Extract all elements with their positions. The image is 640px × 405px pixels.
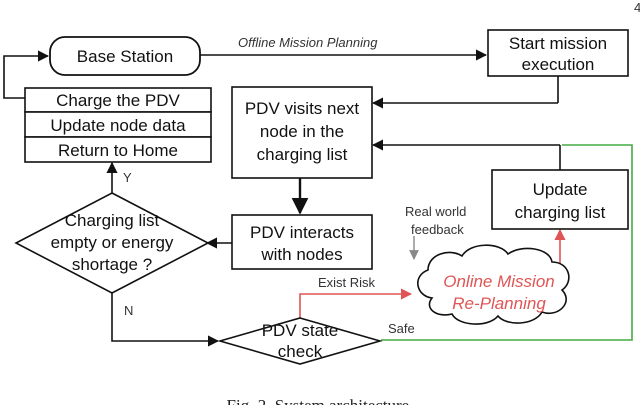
edge-label-risk: Exist Risk: [318, 275, 376, 290]
node-update-node-data-label: Update node data: [50, 116, 186, 135]
node-charging-check-label-1: Charging list: [65, 211, 160, 230]
node-return-home-label: Return to Home: [58, 141, 178, 160]
node-home-steps: Charge the PDV Update node data Return t…: [24, 87, 212, 163]
node-online-replan-label-2: Re-Planning: [452, 294, 546, 313]
node-visit-next-label-2: node in the: [260, 122, 344, 141]
edge-label-feedback-2: feedback: [411, 222, 464, 237]
node-visit-next-label-1: PDV visits next: [245, 99, 360, 118]
edge-safe: [381, 144, 633, 341]
page-number: 4: [634, 0, 640, 15]
node-charging-check: [14, 192, 210, 294]
node-state-check-label-2: check: [278, 342, 323, 361]
edge-label-safe: Safe: [388, 321, 415, 336]
node-return-home: [24, 136, 212, 163]
edge-risk: [299, 288, 413, 318]
edge-label-offline: Offline Mission Planning: [238, 35, 378, 50]
edge-home-to-base: [3, 50, 50, 99]
node-charging-check-label-2: empty or energy: [51, 233, 174, 252]
node-start-mission: [487, 29, 629, 77]
node-update-list-label-1: Update: [533, 180, 588, 199]
node-update-list: [491, 169, 629, 230]
node-start-mission-label-2: execution: [522, 55, 595, 74]
node-update-list-label-2: charging list: [515, 203, 606, 222]
node-interacts-label-1: PDV interacts: [250, 223, 354, 242]
node-online-replan-label-1: Online Mission: [443, 272, 555, 291]
edge-label-feedback-1: Real world: [405, 204, 466, 219]
figure-caption: Fig. 2. System architecture.: [227, 396, 414, 405]
node-state-check-label-1: PDV state: [262, 321, 339, 340]
node-start-mission-label-1: Start mission: [509, 34, 607, 53]
node-base-station: [49, 36, 201, 76]
node-online-replan: [417, 244, 570, 325]
node-base-station-label: Base Station: [77, 47, 173, 66]
edge-label-no: N: [124, 303, 133, 318]
node-visit-next-label-3: charging list: [257, 145, 348, 164]
node-charging-check-label-3: shortage ?: [72, 255, 152, 274]
node-visit-next: [231, 86, 373, 179]
edge-no: [111, 293, 220, 347]
node-interacts-label-2: with nodes: [260, 245, 342, 264]
node-state-check: [217, 317, 383, 365]
edge-label-yes: Y: [123, 170, 132, 185]
node-charge-pdv-label: Charge the PDV: [56, 91, 180, 110]
node-interacts: [231, 214, 373, 270]
